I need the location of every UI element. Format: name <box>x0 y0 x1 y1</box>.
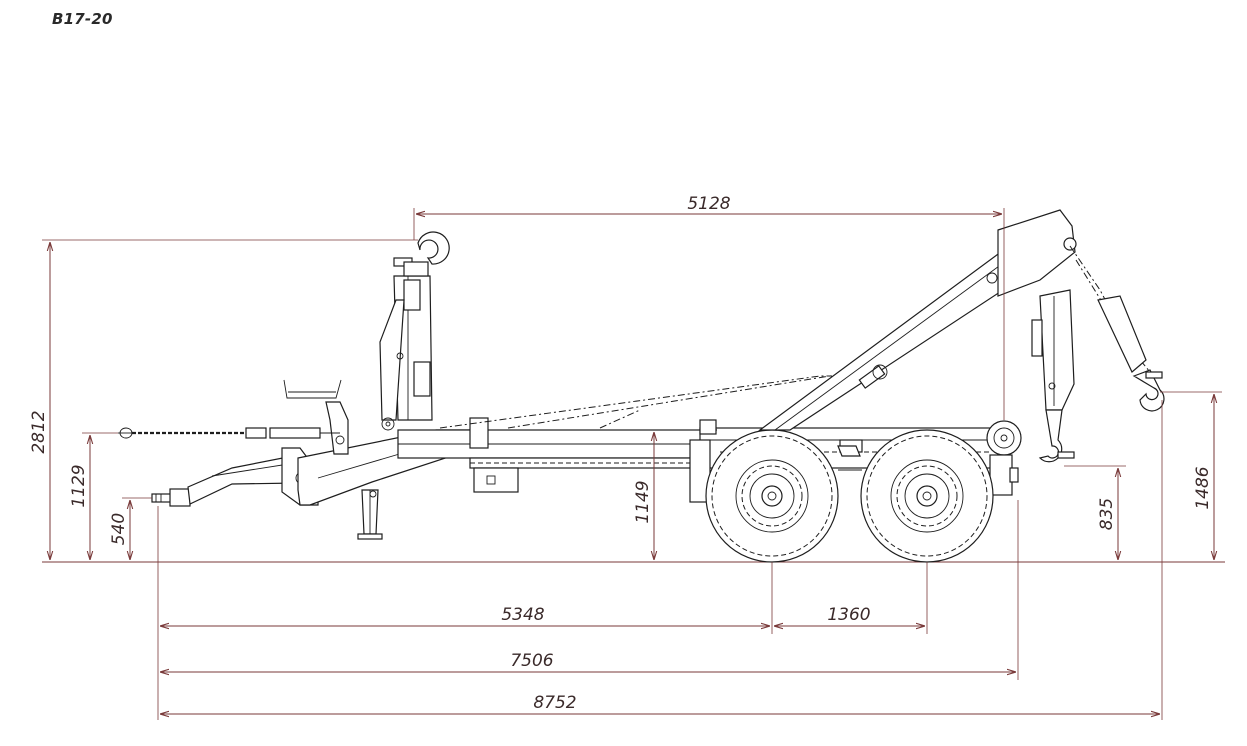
front-hook <box>393 231 450 277</box>
dim-to-first-axle: 5348 <box>501 605 544 625</box>
rear-roller <box>986 420 1022 456</box>
dim-chain-height: 1129 <box>69 464 89 507</box>
dim-overall-height: 2812 <box>29 410 49 453</box>
drawing-title: B17-20 <box>52 10 113 28</box>
front-bracket-top <box>283 379 349 455</box>
landing-leg <box>357 489 383 540</box>
dim-frame-height: 1149 <box>633 480 653 523</box>
container-outline <box>439 375 832 429</box>
dim-hook-reach: 5128 <box>687 194 730 214</box>
hook-arm <box>758 209 1165 463</box>
dimensions: 5128 2812 1129 540 1149 835 1486 5348 <box>29 194 1222 720</box>
dim-rear-hook-height: 835 <box>1097 498 1117 530</box>
wheel-front <box>705 429 839 563</box>
dim-rear-tip-height: 1486 <box>1193 466 1213 509</box>
dim-drawbar-height: 540 <box>109 513 129 545</box>
front-column <box>379 275 433 431</box>
safety-chain <box>118 427 340 439</box>
dim-axle-spacing: 1360 <box>827 605 870 625</box>
coupling <box>151 488 191 507</box>
trailer-body <box>118 209 1165 563</box>
dim-frame-length: 7506 <box>510 651 553 671</box>
wheel-rear <box>860 429 994 563</box>
dim-overall-length: 8752 <box>533 693 576 713</box>
toolbox <box>473 467 519 493</box>
